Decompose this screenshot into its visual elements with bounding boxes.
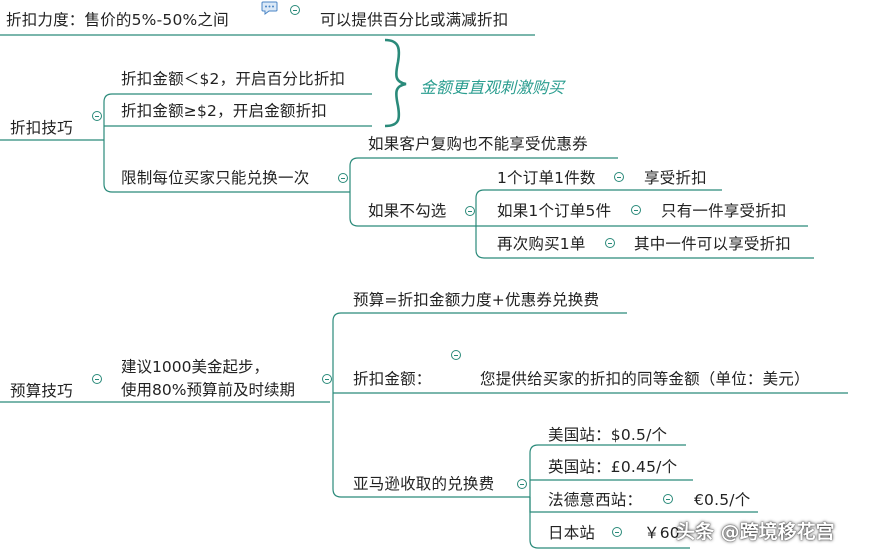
budget-advice-line1: 建议1000美金起步， bbox=[121, 358, 269, 376]
case2-condition: 如果1个订单5件 bbox=[497, 202, 612, 220]
redemption-fee-label: 亚马逊收取的兑换费 bbox=[353, 475, 495, 493]
brace-note: 金额更直观刺激购买 bbox=[420, 78, 565, 97]
case3-condition: 再次购买1单 bbox=[497, 235, 586, 253]
collapse-toggle-unchecked[interactable] bbox=[465, 206, 475, 216]
fee-jp-value: ￥60 bbox=[644, 524, 680, 542]
collapse-toggle-case2[interactable] bbox=[631, 205, 641, 215]
rule-amount: 折扣金额≥$2，开启金额折扣 bbox=[121, 102, 328, 120]
collapse-toggle-case1[interactable] bbox=[614, 172, 624, 182]
case2-result: 只有一件享受折扣 bbox=[661, 202, 787, 220]
discount-tips-label: 折扣技巧 bbox=[10, 119, 73, 137]
case1-result: 享受折扣 bbox=[644, 169, 707, 187]
collapse-toggle-advice[interactable] bbox=[322, 374, 332, 384]
collapse-toggle-discount[interactable] bbox=[451, 350, 461, 360]
discount-amount-label: 折扣金额： bbox=[353, 370, 432, 388]
rule-percent: 折扣金额＜$2，开启百分比折扣 bbox=[121, 70, 346, 88]
comment-icon[interactable] bbox=[261, 1, 278, 20]
collapse-toggle-limit[interactable] bbox=[338, 173, 348, 183]
fee-eu-value: €0.5/个 bbox=[694, 491, 751, 509]
discount-range-label: 折扣力度：售价的5%-50%之间 bbox=[6, 11, 229, 29]
limit-once: 限制每位买家只能兑换一次 bbox=[121, 169, 310, 187]
fee-eu-label: 法德意西站： bbox=[548, 491, 643, 509]
collapse-toggle-budget[interactable] bbox=[92, 374, 102, 384]
fee-uk: 英国站：£0.45/个 bbox=[548, 458, 678, 476]
fee-us: 美国站：$0.5/个 bbox=[548, 426, 668, 444]
watermark-text: 头条 @跨境移花宫 bbox=[676, 521, 835, 543]
collapse-toggle-eu[interactable] bbox=[663, 494, 673, 504]
fee-jp-label: 日本站 bbox=[548, 524, 596, 542]
collapse-toggle-tips[interactable] bbox=[92, 111, 102, 121]
budget-tips-label: 预算技巧 bbox=[10, 382, 73, 400]
collapse-toggle-fee[interactable] bbox=[517, 479, 527, 489]
budget-formula: 预算=折扣金额力度+优惠券兑换费 bbox=[353, 291, 600, 309]
discount-type-text: 可以提供百分比或满减折扣 bbox=[320, 11, 509, 29]
collapse-toggle-case3[interactable] bbox=[605, 238, 615, 248]
curly-brace bbox=[384, 38, 407, 128]
discount-amount-desc: 您提供给买家的折扣的同等金额（单位：美元） bbox=[480, 370, 810, 388]
repeat-note: 如果客户复购也不能享受优惠券 bbox=[368, 135, 588, 153]
unchecked-label: 如果不勾选 bbox=[368, 202, 447, 220]
collapse-toggle-jp[interactable] bbox=[612, 527, 622, 537]
budget-advice-line2: 使用80%预算前及时续期 bbox=[121, 381, 295, 399]
case3-result: 其中一件可以享受折扣 bbox=[634, 235, 792, 253]
case1-condition: 1个订单1件数 bbox=[497, 169, 596, 187]
collapse-toggle-top[interactable] bbox=[290, 5, 300, 15]
